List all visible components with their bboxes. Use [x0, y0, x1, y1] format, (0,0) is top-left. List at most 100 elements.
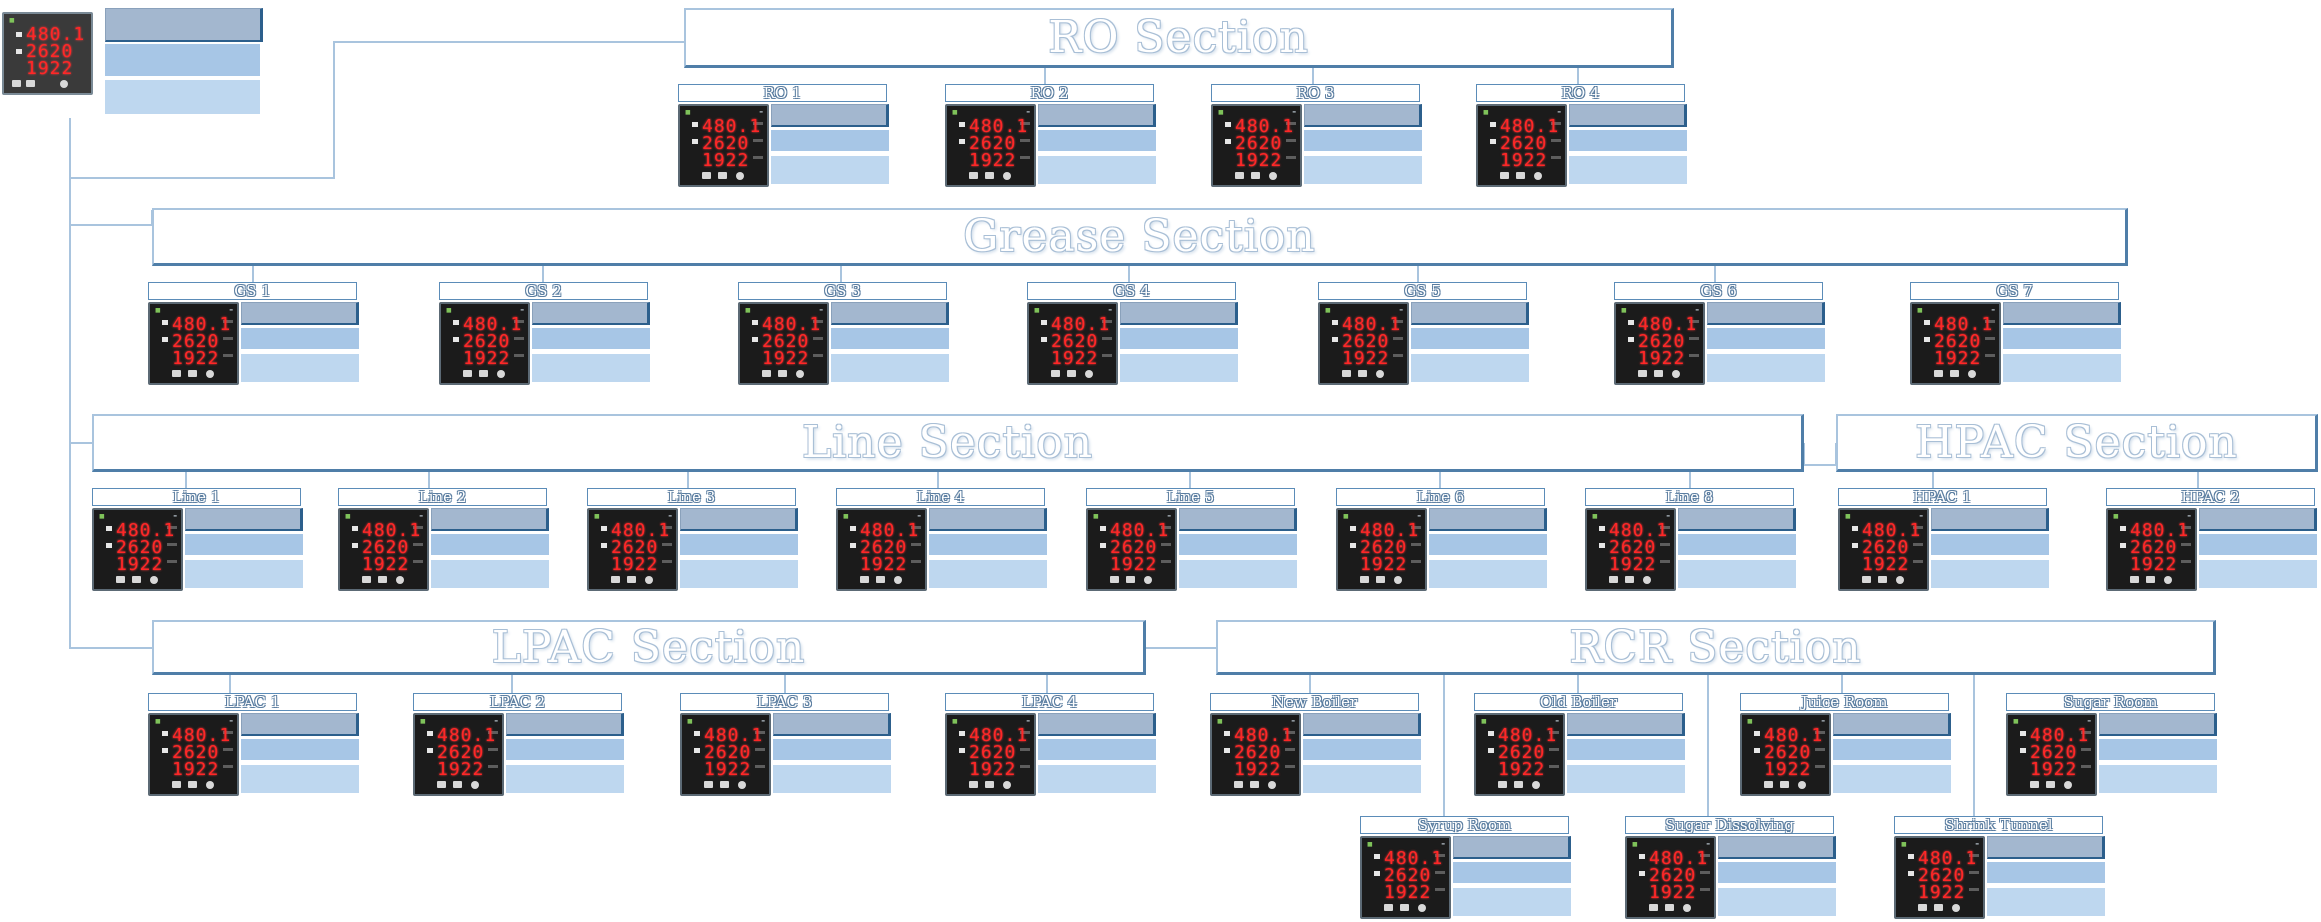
- meter-knob[interactable]: [1003, 172, 1011, 180]
- meter-button[interactable]: [362, 576, 371, 583]
- meter-knob[interactable]: [645, 576, 653, 584]
- meter-button[interactable]: [969, 781, 978, 788]
- meter-button[interactable]: [985, 781, 994, 788]
- meter-button[interactable]: [702, 172, 711, 179]
- meter-button[interactable]: [2146, 576, 2155, 583]
- meter-button[interactable]: [720, 781, 729, 788]
- meter-knob[interactable]: [1952, 904, 1960, 912]
- section-grease[interactable]: Grease Section: [152, 208, 2128, 266]
- meter-button[interactable]: [188, 370, 197, 377]
- meter-knob[interactable]: [60, 80, 68, 88]
- meter-button[interactable]: [1376, 576, 1385, 583]
- meter-button[interactable]: [1862, 576, 1871, 583]
- meter-button[interactable]: [1878, 576, 1887, 583]
- meter-knob[interactable]: [1376, 370, 1384, 378]
- meter-button[interactable]: [1251, 172, 1260, 179]
- meter-button[interactable]: [1358, 370, 1367, 377]
- meter-button[interactable]: [2046, 781, 2055, 788]
- meter-button[interactable]: [26, 80, 35, 87]
- meter-button[interactable]: [1498, 781, 1507, 788]
- meter-button[interactable]: [1918, 904, 1927, 911]
- meter-knob[interactable]: [1534, 172, 1542, 180]
- meter-button[interactable]: [1609, 576, 1618, 583]
- meter-knob[interactable]: [1144, 576, 1152, 584]
- meter-knob[interactable]: [1085, 370, 1093, 378]
- meter-knob[interactable]: [1418, 904, 1426, 912]
- meter-button[interactable]: [1649, 904, 1658, 911]
- meter-button[interactable]: [1780, 781, 1789, 788]
- meter-button[interactable]: [876, 576, 885, 583]
- meter-button[interactable]: [116, 576, 125, 583]
- meter-button[interactable]: [1360, 576, 1369, 583]
- meter-knob[interactable]: [471, 781, 479, 789]
- section-lpac[interactable]: LPAC Section: [152, 620, 1146, 675]
- meter-button[interactable]: [1342, 370, 1351, 377]
- meter-knob[interactable]: [1394, 576, 1402, 584]
- meter-button[interactable]: [12, 80, 21, 87]
- meter-button[interactable]: [1384, 904, 1393, 911]
- meter-button[interactable]: [188, 781, 197, 788]
- meter-knob[interactable]: [738, 781, 746, 789]
- meter-knob[interactable]: [1896, 576, 1904, 584]
- meter-knob[interactable]: [1269, 172, 1277, 180]
- meter-knob[interactable]: [894, 576, 902, 584]
- meter-button[interactable]: [1126, 576, 1135, 583]
- meter-knob[interactable]: [2064, 781, 2072, 789]
- meter-knob[interactable]: [206, 781, 214, 789]
- meter-button[interactable]: [778, 370, 787, 377]
- meter-knob[interactable]: [736, 172, 744, 180]
- meter-button[interactable]: [1051, 370, 1060, 377]
- meter-knob[interactable]: [1003, 781, 1011, 789]
- section-rcr[interactable]: RCR Section: [1216, 620, 2216, 675]
- meter-button[interactable]: [1934, 904, 1943, 911]
- meter-button[interactable]: [2130, 576, 2139, 583]
- meter-button[interactable]: [969, 172, 978, 179]
- meter-knob[interactable]: [1968, 370, 1976, 378]
- meter-button[interactable]: [1665, 904, 1674, 911]
- meter-knob[interactable]: [497, 370, 505, 378]
- meter-knob[interactable]: [1798, 781, 1806, 789]
- meter-button[interactable]: [627, 576, 636, 583]
- meter-button[interactable]: [704, 781, 713, 788]
- meter-button[interactable]: [1067, 370, 1076, 377]
- meter-knob[interactable]: [1672, 370, 1680, 378]
- meter-button[interactable]: [463, 370, 472, 377]
- section-hpac[interactable]: HPAC Section: [1836, 414, 2318, 472]
- meter-knob[interactable]: [1532, 781, 1540, 789]
- meter-button[interactable]: [172, 370, 181, 377]
- meter-knob[interactable]: [2164, 576, 2172, 584]
- meter-button[interactable]: [718, 172, 727, 179]
- meter-knob[interactable]: [396, 576, 404, 584]
- meter-knob[interactable]: [206, 370, 214, 378]
- meter-button[interactable]: [860, 576, 869, 583]
- meter-button[interactable]: [1625, 576, 1634, 583]
- meter-button[interactable]: [1516, 172, 1525, 179]
- meter-button[interactable]: [1235, 172, 1244, 179]
- meter-button[interactable]: [1764, 781, 1773, 788]
- meter-button[interactable]: [985, 172, 994, 179]
- meter-button[interactable]: [172, 781, 181, 788]
- meter-button[interactable]: [611, 576, 620, 583]
- meter-button[interactable]: [1514, 781, 1523, 788]
- meter-button[interactable]: [1400, 904, 1409, 911]
- meter-button[interactable]: [2030, 781, 2039, 788]
- meter-button[interactable]: [437, 781, 446, 788]
- meter-button[interactable]: [1934, 370, 1943, 377]
- meter-button[interactable]: [1110, 576, 1119, 583]
- meter-button[interactable]: [762, 370, 771, 377]
- meter-knob[interactable]: [150, 576, 158, 584]
- meter-button[interactable]: [1950, 370, 1959, 377]
- section-line[interactable]: Line Section: [92, 414, 1804, 472]
- meter-button[interactable]: [1638, 370, 1647, 377]
- meter-button[interactable]: [378, 576, 387, 583]
- meter-button[interactable]: [479, 370, 488, 377]
- meter-knob[interactable]: [1268, 781, 1276, 789]
- meter-knob[interactable]: [1683, 904, 1691, 912]
- meter-button[interactable]: [1654, 370, 1663, 377]
- meter-button[interactable]: [1500, 172, 1509, 179]
- meter-button[interactable]: [1234, 781, 1243, 788]
- meter-knob[interactable]: [1643, 576, 1651, 584]
- meter-button[interactable]: [453, 781, 462, 788]
- meter-button[interactable]: [132, 576, 141, 583]
- section-ro[interactable]: RO Section: [684, 8, 1674, 68]
